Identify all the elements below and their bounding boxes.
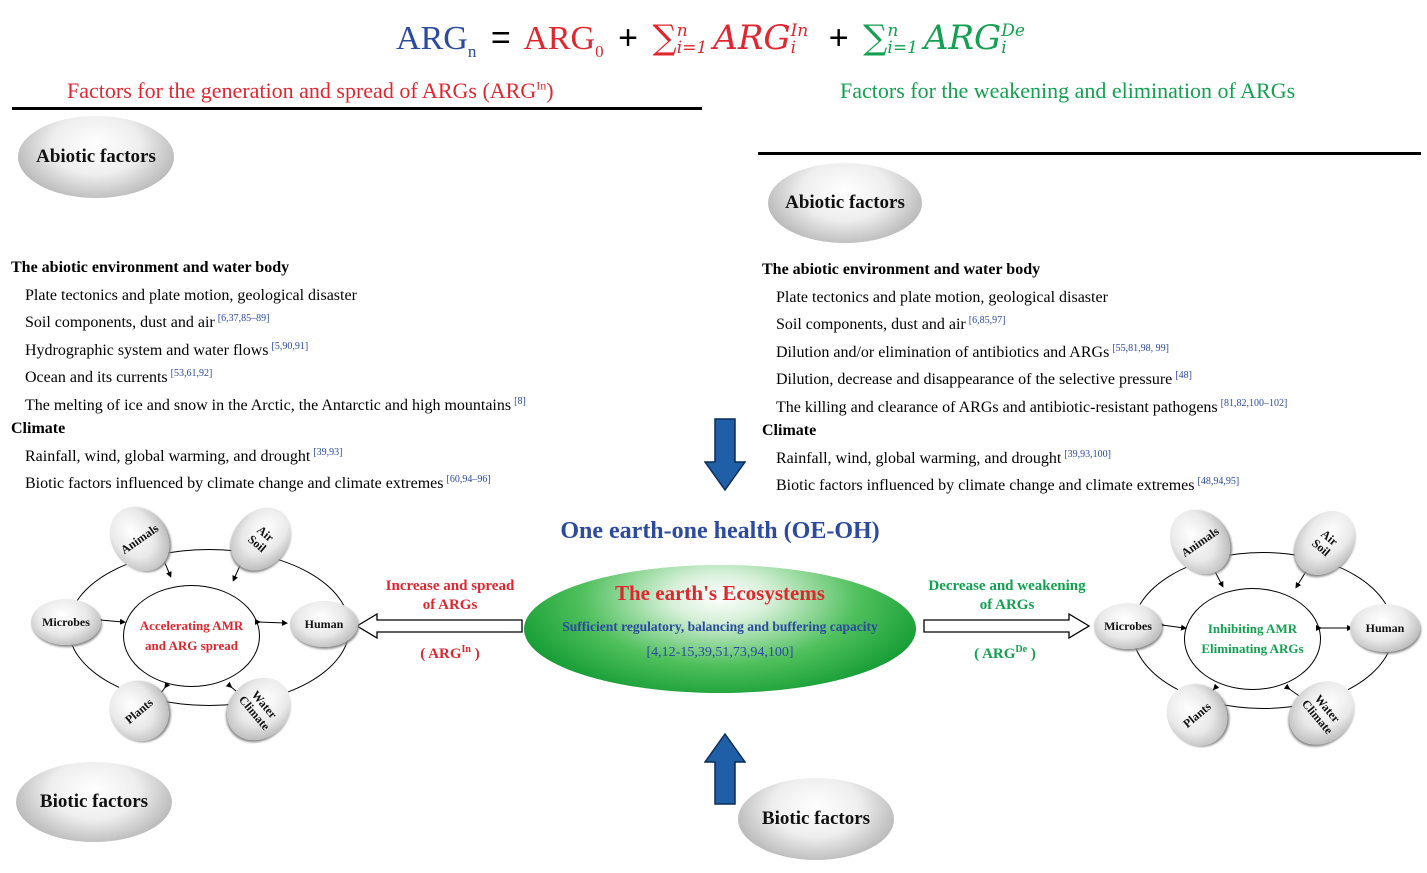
- arg-in-tag: ( ARGIn ): [420, 644, 480, 662]
- right-list-item: Biotic factors influenced by climate cha…: [776, 476, 1240, 494]
- abiotic-factors-right-oval: Abiotic factors: [768, 163, 922, 243]
- microbes-node: Microbes: [1094, 603, 1162, 649]
- human-node: Human: [1350, 604, 1420, 652]
- right-list-item: Soil components, dust and air[6,85,97]: [776, 315, 1006, 333]
- formula-lhs: ARGn: [396, 20, 477, 61]
- formula-plus-1: +: [618, 19, 638, 57]
- left-list-item: Ocean and its currents[53,61,92]: [25, 368, 213, 386]
- arg-de-tag: ( ARGDe ): [974, 644, 1036, 662]
- down-arrow-icon: [704, 418, 746, 492]
- right-heading-rule: [758, 152, 1421, 155]
- right-hollow-arrow-icon: [923, 612, 1091, 640]
- formula-arg0: ARG0: [523, 20, 604, 61]
- right-heading: Factors for the weakening and eliminatio…: [840, 78, 1296, 103]
- ecosystem-ellipse: [524, 565, 916, 693]
- left-list-item: Biotic factors influenced by climate cha…: [25, 474, 491, 492]
- right-list-item: Rainfall, wind, global warming, and drou…: [776, 448, 1111, 467]
- left-list-heading-climate: Climate: [11, 420, 66, 437]
- abiotic-factors-left-oval: Abiotic factors: [18, 116, 174, 198]
- left-factor-list: The abiotic environment and water body P…: [11, 256, 526, 496]
- left-hollow-arrow-icon: [355, 612, 523, 640]
- right-factor-list: The abiotic environment and water body P…: [762, 258, 1287, 498]
- right-list-item: Dilution and/or elimination of antibioti…: [776, 342, 1169, 361]
- eco-subtitle: Sufficient regulatory, balancing and buf…: [562, 619, 878, 634]
- left-list-item: Plate tectonics and plate motion, geolog…: [25, 286, 357, 304]
- left-list-item: Rainfall, wind, global warming, and drou…: [25, 446, 343, 465]
- left-list-item: Hydrographic system and water flows[5,90…: [25, 340, 309, 359]
- formula-plus-2: +: [828, 19, 849, 57]
- eco-refs: [4,12-15,39,51,73,94,100]: [646, 645, 794, 660]
- microbes-node: Microbes: [31, 599, 101, 645]
- left-list-item: The melting of ice and snow in the Arcti…: [25, 395, 526, 414]
- right-list-heading-environment: The abiotic environment and water body: [762, 261, 1041, 278]
- left-heading-rule: [12, 107, 702, 110]
- biotic-factors-left-oval: Biotic factors: [16, 762, 172, 842]
- human-node: Human: [290, 601, 358, 647]
- biotic-factors-center-oval: Biotic factors: [738, 778, 894, 860]
- right-list-heading-climate: Climate: [762, 422, 817, 439]
- eco-title: The earth's Ecosystems: [615, 581, 825, 605]
- up-arrow-icon: [704, 732, 746, 805]
- right-list-item: Plate tectonics and plate motion, geolog…: [776, 288, 1108, 306]
- left-heading: Factors for the generation and spread of…: [67, 78, 554, 103]
- right-list-item: Dilution, decrease and disappearance of …: [776, 370, 1192, 388]
- right-list-item: The killing and clearance of ARGs and an…: [776, 397, 1288, 416]
- left-list-heading-environment: The abiotic environment and water body: [11, 259, 290, 276]
- oe-oh-title: One earth-one health (OE-OH): [560, 518, 880, 544]
- formula-equals: =: [490, 19, 511, 57]
- left-list-item: Soil components, dust and air[6,37,85–89…: [25, 313, 270, 331]
